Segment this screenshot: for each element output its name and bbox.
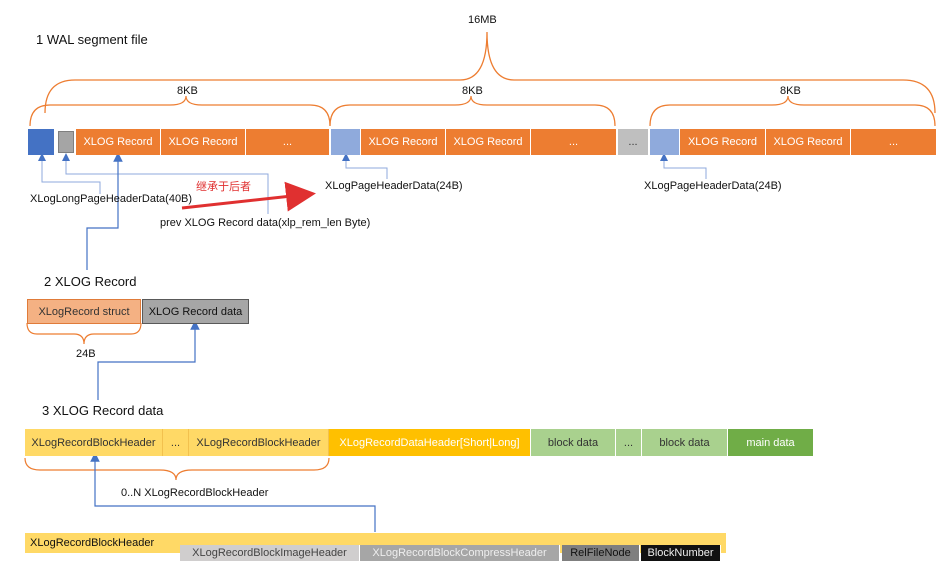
record-data-bar: XLogRecordBlockHeader ... XLogRecordBloc… — [25, 429, 813, 456]
block-header-cell: XLogRecordBlockHeader — [25, 429, 163, 456]
page-header-2-connector — [342, 153, 388, 179]
page-2-brace — [329, 95, 616, 127]
prev-record-label: prev XLOG Record data(xlp_rem_len Byte) — [160, 217, 371, 229]
wal-segment-title: 1 WAL segment file — [36, 32, 148, 47]
block-headers-count-label: 0..N XLogRecordBlockHeader — [121, 487, 269, 499]
record-struct-brace — [26, 322, 142, 345]
page-3-size-label: 8KB — [780, 85, 801, 97]
block-data-cell: block data — [531, 429, 616, 456]
long-header-connector — [38, 153, 101, 194]
segment-brace — [44, 31, 936, 114]
wal-record-cell: XLOG Record — [680, 129, 766, 155]
page-header-block — [650, 129, 680, 155]
wal-record-cell: XLOG Record — [76, 129, 161, 155]
wal-record-cell: XLOG Record — [446, 129, 531, 155]
page-header-2-label: XLogPageHeaderData(24B) — [325, 180, 463, 192]
page-header-3-label: XLogPageHeaderData(24B) — [644, 180, 782, 192]
inherit-note: 继承于后者 — [196, 181, 251, 193]
page-1-brace — [29, 95, 331, 127]
page-header-3-connector — [660, 153, 707, 179]
page-header-block — [331, 129, 361, 155]
compress-header-cell: XLogRecordBlockCompressHeader — [360, 545, 560, 561]
wal-segment-bar: XLOG Record XLOG Record ... XLOG Record … — [28, 129, 936, 155]
long-page-header-block — [28, 129, 55, 155]
record-struct-size-label: 24B — [76, 348, 96, 360]
prev-record-fragment-block — [58, 131, 74, 153]
page-3-brace — [649, 95, 936, 127]
xlog-record-data-title: 3 XLOG Record data — [42, 403, 164, 418]
xlog-record-title: 2 XLOG Record — [44, 274, 137, 289]
block-number-cell: BlockNumber — [641, 545, 721, 561]
block-data-ellipsis-cell: ... — [616, 429, 642, 456]
block-header-ellipsis-cell: ... — [163, 429, 189, 456]
segment-size-label: 16MB — [468, 14, 497, 26]
wal-ellipsis-cell: ... — [531, 129, 617, 155]
block-data-cell: block data — [642, 429, 728, 456]
wal-ellipsis-cell: ... — [246, 129, 330, 155]
page-1-size-label: 8KB — [177, 85, 198, 97]
wal-record-cell: XLOG Record — [161, 129, 246, 155]
wal-record-cell: XLOG Record — [766, 129, 851, 155]
block-header-detail-bar: XLogRecordBlockHeader XLogRecordBlockIma… — [25, 533, 726, 561]
record-to-section-2-connector — [86, 152, 123, 270]
spacer — [55, 129, 58, 155]
wal-record-cell: XLOG Record — [361, 129, 446, 155]
block-header-cell: XLogRecordBlockHeader — [189, 429, 329, 456]
data-header-cell: XLogRecordDataHeader[Short|Long] — [329, 429, 531, 456]
inherit-arrow — [181, 181, 316, 212]
wal-ellipsis-cell: ... — [851, 129, 936, 155]
xlog-record-data-box: XLOG Record data — [142, 299, 249, 324]
image-header-cell: XLogRecordBlockImageHeader — [180, 545, 360, 561]
wal-gap-cell: ... — [618, 129, 649, 155]
xlog-record-struct-box: XLogRecord struct — [27, 299, 141, 324]
block-headers-brace — [24, 457, 330, 481]
block-header-detail-title: XLogRecordBlockHeader — [30, 537, 155, 549]
record-data-to-section-3-connector — [97, 320, 200, 400]
page-2-size-label: 8KB — [462, 85, 483, 97]
main-data-cell: main data — [728, 429, 813, 456]
relfilenode-cell: RelFileNode — [562, 545, 640, 561]
long-page-header-label: XLogLongPageHeaderData(40B) — [30, 193, 193, 205]
